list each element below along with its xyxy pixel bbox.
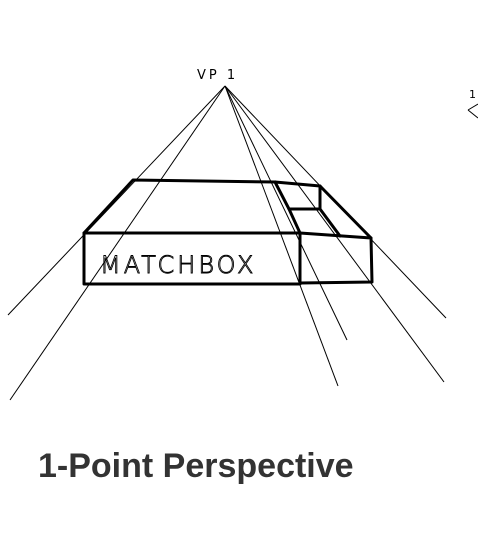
vanishing-point-label: VP 1 — [197, 68, 238, 83]
drawer-edge-back — [318, 207, 342, 238]
matchbox-label: MATCHBOX — [100, 251, 256, 279]
guide-line-far-left — [9, 85, 226, 401]
matchbox-shape: MATCHBOX — [82, 178, 374, 286]
box-front-face — [82, 231, 302, 286]
guide-line-center-b — [224, 85, 348, 341]
perspective-guide-lines — [7, 85, 447, 401]
drawer-edge — [287, 207, 302, 235]
diagram-caption: 1-Point Perspective — [38, 447, 354, 485]
box-side-face — [298, 231, 374, 285]
guide-line-left — [7, 85, 226, 316]
edge-vp-label: 1 — [469, 88, 476, 101]
edge-vp-fragment: 1 — [467, 88, 478, 119]
guide-line-center-a — [224, 85, 339, 387]
drawer-opening — [273, 180, 322, 211]
